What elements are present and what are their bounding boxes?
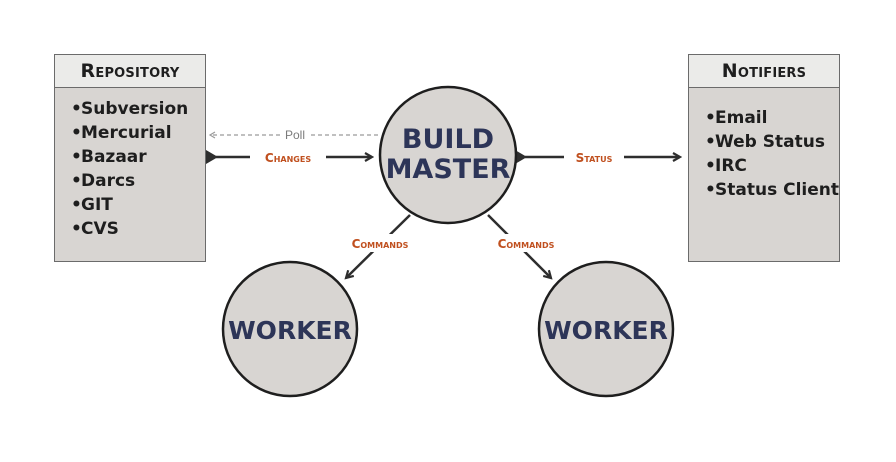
list-item: •CVS: [71, 219, 119, 239]
notifiers-list: •Email •Web Status •IRC •Status Client: [689, 88, 839, 202]
repository-box: Repository •Subversion •Mercurial •Bazaa…: [54, 54, 206, 262]
worker-node-right: WORKER: [537, 260, 675, 398]
list-item: •GIT: [71, 195, 113, 215]
list-item: •Subversion: [71, 99, 189, 119]
build-master-label-line2: MASTER: [386, 154, 511, 185]
list-item: •Status Client: [705, 180, 839, 200]
status-label: Status: [576, 151, 613, 165]
worker-right-label: WORKER: [544, 316, 668, 345]
build-master-node: BUILD MASTER: [378, 85, 518, 225]
notifiers-box: Notifiers •Email •Web Status •IRC •Statu…: [688, 54, 840, 262]
notifiers-title: Notifiers: [689, 55, 839, 88]
list-item: •Bazaar: [71, 147, 147, 167]
repository-list: •Subversion •Mercurial •Bazaar •Darcs •G…: [55, 88, 205, 241]
commands-right-label-bg: [485, 234, 567, 252]
changes-label: Changes: [265, 151, 311, 165]
status-label-bg: [564, 148, 624, 166]
worker-left-label: WORKER: [228, 316, 352, 345]
changes-arrow-tail: [206, 150, 218, 164]
repository-title: Repository: [55, 55, 205, 88]
poll-label: Poll: [285, 128, 305, 142]
list-item: •Email: [705, 108, 768, 128]
commands-label-left: Commands: [352, 237, 409, 251]
worker-node-left: WORKER: [221, 260, 359, 398]
list-item: •IRC: [705, 156, 747, 176]
build-master-label-line1: BUILD: [402, 124, 494, 155]
poll-label-bg: [280, 126, 310, 142]
list-item: •Darcs: [71, 171, 136, 191]
changes-label-bg: [250, 148, 326, 166]
commands-left-label-bg: [339, 234, 421, 252]
commands-label-right: Commands: [498, 237, 555, 251]
list-item: •Web Status: [705, 132, 825, 152]
list-item: •Mercurial: [71, 123, 172, 143]
status-arrow-tail: [515, 150, 527, 164]
